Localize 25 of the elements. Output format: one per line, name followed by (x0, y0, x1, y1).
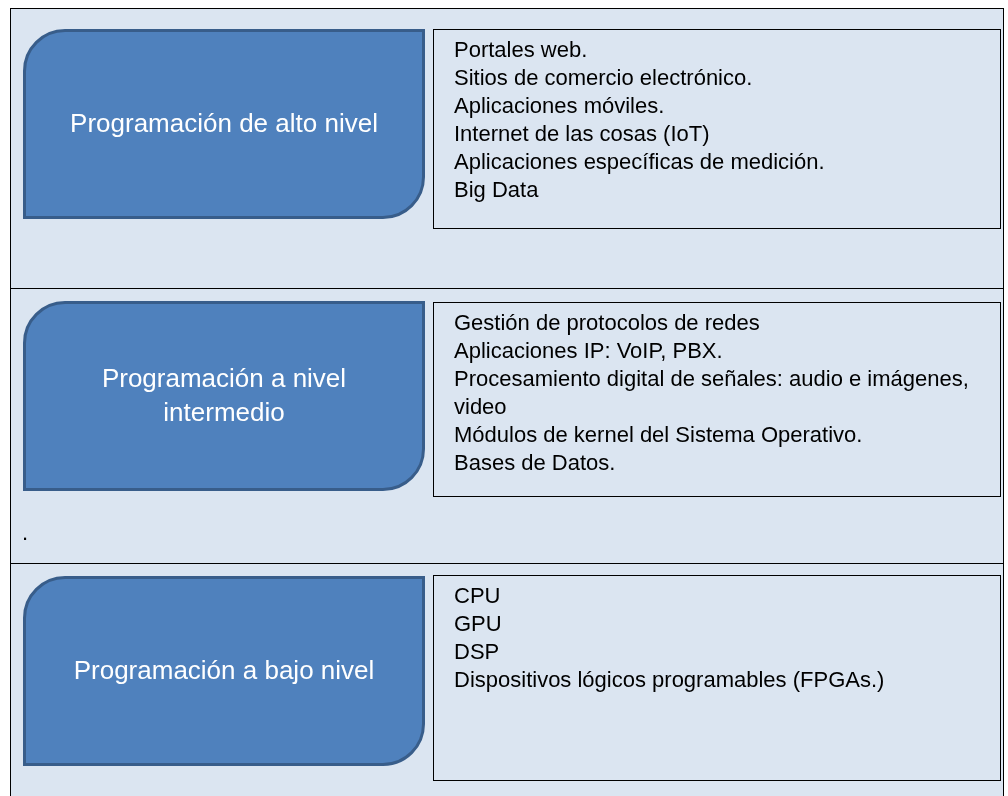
level-box: Programación a bajo nivel (23, 576, 425, 766)
row-band (10, 288, 1004, 564)
item-list-box (433, 575, 1001, 781)
list-item: Sitios de comercio electrónico. (454, 64, 754, 92)
level-box: Programación de alto nivel (23, 29, 425, 219)
row-band (10, 8, 1004, 289)
list-item: Aplicaciones IP: VoIP, PBX. (454, 337, 724, 365)
list-item: Internet de las cosas (IoT) (454, 120, 711, 148)
level-box: Programación a nivel intermedio (23, 301, 425, 491)
list-item: CPU (454, 582, 502, 610)
row-band (10, 563, 1004, 796)
list-item: Aplicaciones específicas de medición. (454, 148, 826, 176)
list-item: Módulos de kernel del Sistema Operativo. (454, 421, 864, 449)
list-item: Gestión de protocolos de redes (454, 309, 761, 337)
list-item: DSP (454, 638, 501, 666)
list-item: Procesamiento digital de señales: audio e imágenes, video (454, 365, 970, 421)
item-list-box (433, 302, 1001, 497)
note-text: . (22, 520, 29, 546)
list-item: Big Data (454, 176, 540, 204)
list-item: GPU (454, 610, 503, 638)
list-item: Bases de Datos. (454, 449, 617, 477)
list-item: Aplicaciones móviles. (454, 92, 666, 120)
list-item: Portales web. (454, 36, 589, 64)
list-item: Dispositivos lógicos programables (FPGAs.) (454, 666, 886, 694)
item-list-box (433, 29, 1001, 229)
